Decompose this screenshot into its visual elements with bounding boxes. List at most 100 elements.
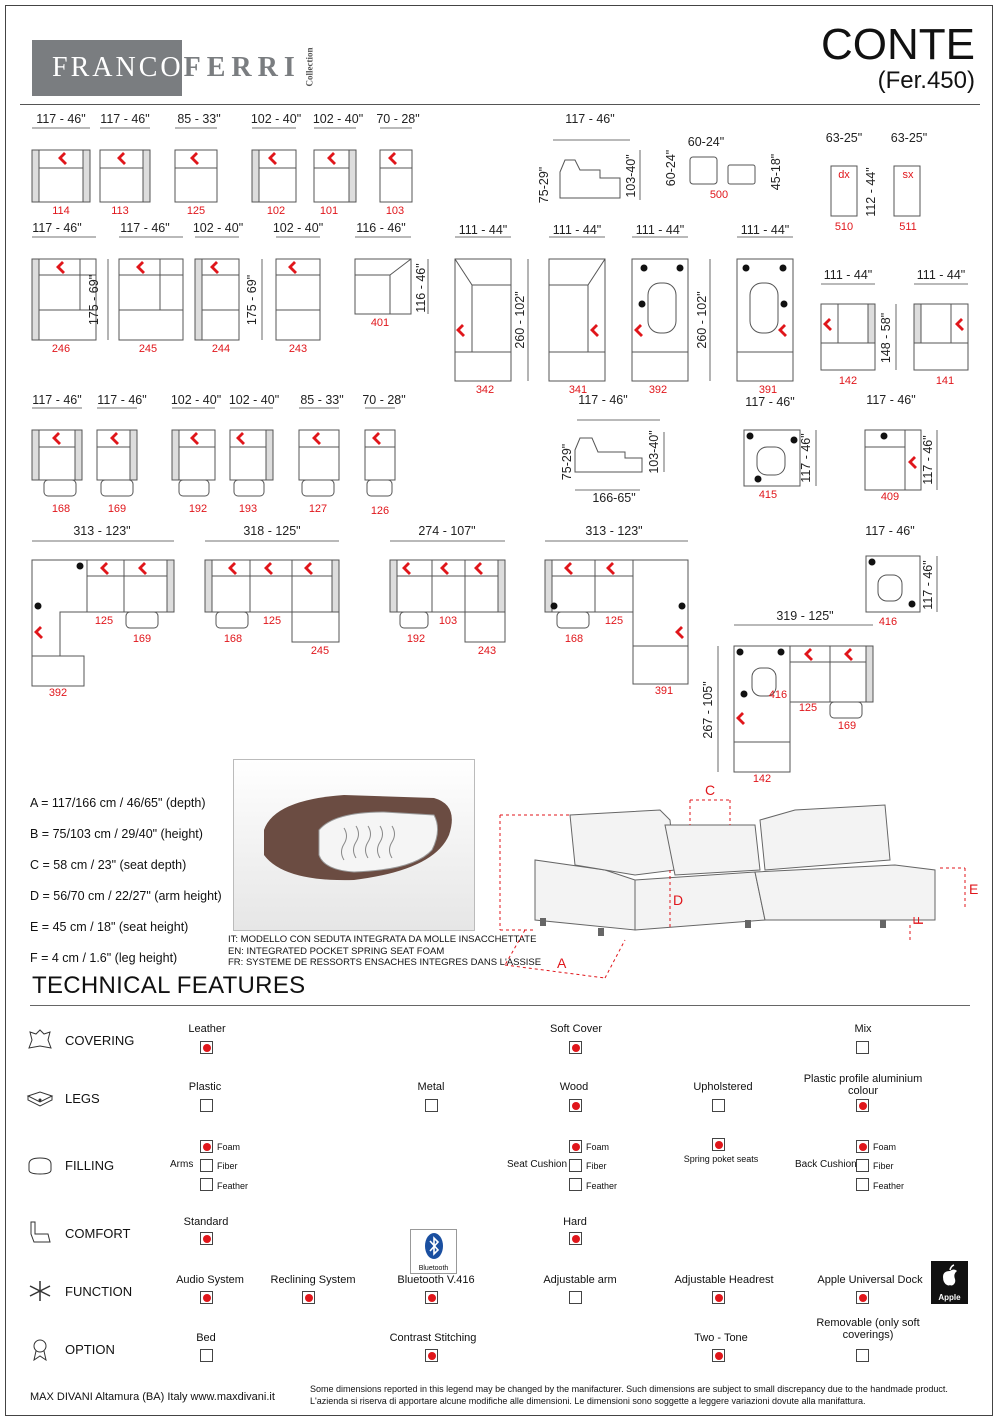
dim-vertical: 148 - 58" bbox=[879, 313, 893, 363]
module-dim: 85 - 33" bbox=[300, 393, 343, 407]
back-fiber-checkbox[interactable] bbox=[856, 1159, 869, 1172]
dim-vertical: 260 - 102" bbox=[513, 291, 527, 348]
legs-wood-checkbox[interactable] bbox=[569, 1099, 582, 1112]
spring-seats-checkbox[interactable] bbox=[712, 1138, 725, 1151]
module-dim: 102 - 40" bbox=[171, 393, 221, 407]
filling-notes: IT: MODELLO CON SEDUTA INTEGRATA DA MOLL… bbox=[228, 934, 541, 969]
back-fiber-label: Fiber bbox=[873, 1161, 894, 1171]
function-headrest-checkbox[interactable] bbox=[712, 1291, 725, 1304]
composition-code: 192 bbox=[407, 633, 425, 645]
module-code: 392 bbox=[649, 384, 667, 396]
dim-vertical: 260 - 102" bbox=[695, 291, 709, 348]
recliner-depth: 166-65" bbox=[592, 491, 635, 505]
function-audio-checkbox[interactable] bbox=[200, 1291, 213, 1304]
option-contrast-checkbox[interactable] bbox=[425, 1349, 438, 1362]
composition-code: 125 bbox=[95, 615, 113, 627]
model-title: CONTE (Fer.450) bbox=[821, 22, 975, 94]
logo-dark-block bbox=[32, 40, 182, 96]
covering-mix-checkbox[interactable] bbox=[856, 1041, 869, 1054]
logo-part1: FRANCO bbox=[52, 52, 184, 83]
brand-logo: FRANCOFERRI Collection bbox=[32, 40, 315, 96]
option-removable-checkbox[interactable] bbox=[856, 1349, 869, 1362]
composition-code: 168 bbox=[224, 633, 242, 645]
composition-code: 125 bbox=[799, 702, 817, 714]
option-bed-checkbox[interactable] bbox=[200, 1349, 213, 1362]
module-code: 125 bbox=[187, 205, 205, 217]
comfort-hard-label: Hard bbox=[563, 1216, 587, 1228]
arm-sx-label: sx bbox=[903, 169, 915, 181]
apple-badge-text: Apple bbox=[938, 1293, 961, 1302]
footer-disclaimer-it: L'azienda si riserva di apportare alcune… bbox=[310, 1396, 866, 1406]
back-feather-checkbox[interactable] bbox=[856, 1178, 869, 1191]
dim-vertical: 103-40" bbox=[624, 154, 638, 197]
option-twotone-checkbox[interactable] bbox=[712, 1349, 725, 1362]
module-code: 142 bbox=[839, 375, 857, 387]
module-dim: 102 - 40" bbox=[251, 112, 301, 126]
comfort-label: COMFORT bbox=[65, 1226, 131, 1241]
function-reclining-checkbox[interactable] bbox=[302, 1291, 315, 1304]
legs-upholstered-checkbox[interactable] bbox=[712, 1099, 725, 1112]
composition-dim: 274 - 107" bbox=[418, 524, 475, 538]
legs-plastic-checkbox[interactable] bbox=[200, 1099, 213, 1112]
cushion-icon bbox=[28, 1157, 52, 1175]
covering-softcover-checkbox[interactable] bbox=[569, 1041, 582, 1054]
module-dim: 102 - 40" bbox=[229, 393, 279, 407]
option-label: OPTION bbox=[65, 1342, 115, 1357]
module-dim: 102 - 40" bbox=[193, 221, 243, 235]
covering-leather-checkbox[interactable] bbox=[200, 1041, 213, 1054]
dim-vertical: 117 - 46" bbox=[921, 560, 935, 609]
module-code: 168 bbox=[52, 503, 70, 515]
function-bluetooth-checkbox[interactable] bbox=[425, 1291, 438, 1304]
module-dim: 117 - 46" bbox=[865, 524, 914, 538]
sofa-letter-b: B bbox=[495, 866, 498, 875]
armchair-icon bbox=[30, 1221, 51, 1243]
comfort-hard-checkbox[interactable] bbox=[569, 1232, 582, 1245]
option-twotone-label: Two - Tone bbox=[694, 1332, 748, 1344]
arms-fiber-checkbox[interactable] bbox=[200, 1159, 213, 1172]
seat-foam-checkbox[interactable] bbox=[569, 1140, 582, 1153]
module-code: 409 bbox=[881, 491, 899, 503]
bluetooth-icon bbox=[424, 1233, 443, 1259]
composition-dim: 313 - 123" bbox=[585, 524, 642, 538]
function-adjustable-arm-checkbox[interactable] bbox=[569, 1291, 582, 1304]
option-contrast-label: Contrast Stitching bbox=[389, 1332, 477, 1344]
module-code: 169 bbox=[108, 503, 126, 515]
legs-plastic-profile-checkbox[interactable] bbox=[856, 1099, 869, 1112]
dim-vertical: 175 - 69" bbox=[87, 275, 101, 325]
seat-fiber-checkbox[interactable] bbox=[569, 1159, 582, 1172]
filling-seat-label: Seat Cushion bbox=[507, 1159, 568, 1170]
module-code: 415 bbox=[759, 489, 777, 501]
seat-feather-label: Feather bbox=[586, 1181, 618, 1191]
pouf-dim: 60-24" bbox=[688, 135, 724, 149]
seat-feather-checkbox[interactable] bbox=[569, 1178, 582, 1191]
option-ribbon-icon bbox=[33, 1339, 47, 1361]
dim-vertical: 267 - 105" bbox=[701, 681, 715, 738]
comfort-standard-checkbox[interactable] bbox=[200, 1232, 213, 1245]
note-fr: FR: SYSTEME DE RESSORTS ENSACHES INTEGRE… bbox=[228, 957, 542, 968]
legs-plastic-profile-label: Plastic profile aluminium colour bbox=[803, 1073, 923, 1097]
module-dim: 111 - 44" bbox=[917, 268, 965, 282]
leather-hide-icon bbox=[28, 1029, 52, 1049]
arms-feather-checkbox[interactable] bbox=[200, 1178, 213, 1191]
composition-dim: 318 - 125" bbox=[243, 524, 300, 538]
module-dim: 85 - 33" bbox=[177, 112, 220, 126]
function-apple-dock-checkbox[interactable] bbox=[856, 1291, 869, 1304]
composition-code: 169 bbox=[133, 633, 151, 645]
module-dim: 116 - 46" bbox=[356, 221, 405, 235]
sofa-leg-icon bbox=[26, 1091, 54, 1107]
legs-label: LEGS bbox=[65, 1091, 100, 1106]
module-dim: 111 - 44" bbox=[459, 223, 507, 237]
arms-foam-checkbox[interactable] bbox=[200, 1140, 213, 1153]
function-headrest-label: Adjustable Headrest bbox=[674, 1274, 774, 1286]
module-code: 244 bbox=[212, 343, 230, 355]
composition-code: 392 bbox=[49, 687, 67, 699]
dim-vertical: 75-29" bbox=[537, 167, 551, 203]
back-foam-checkbox[interactable] bbox=[856, 1140, 869, 1153]
spec-a: A = 117/166 cm / 46/65" (depth) bbox=[30, 796, 206, 810]
legs-metal-checkbox[interactable] bbox=[425, 1099, 438, 1112]
apple-icon bbox=[942, 1264, 957, 1286]
dim-vertical: 60-24" bbox=[664, 150, 678, 186]
spec-e: E = 45 cm / 18" (seat height) bbox=[30, 920, 189, 934]
dim-vertical: 175 - 69" bbox=[245, 275, 259, 325]
function-label: FUNCTION bbox=[65, 1284, 133, 1299]
